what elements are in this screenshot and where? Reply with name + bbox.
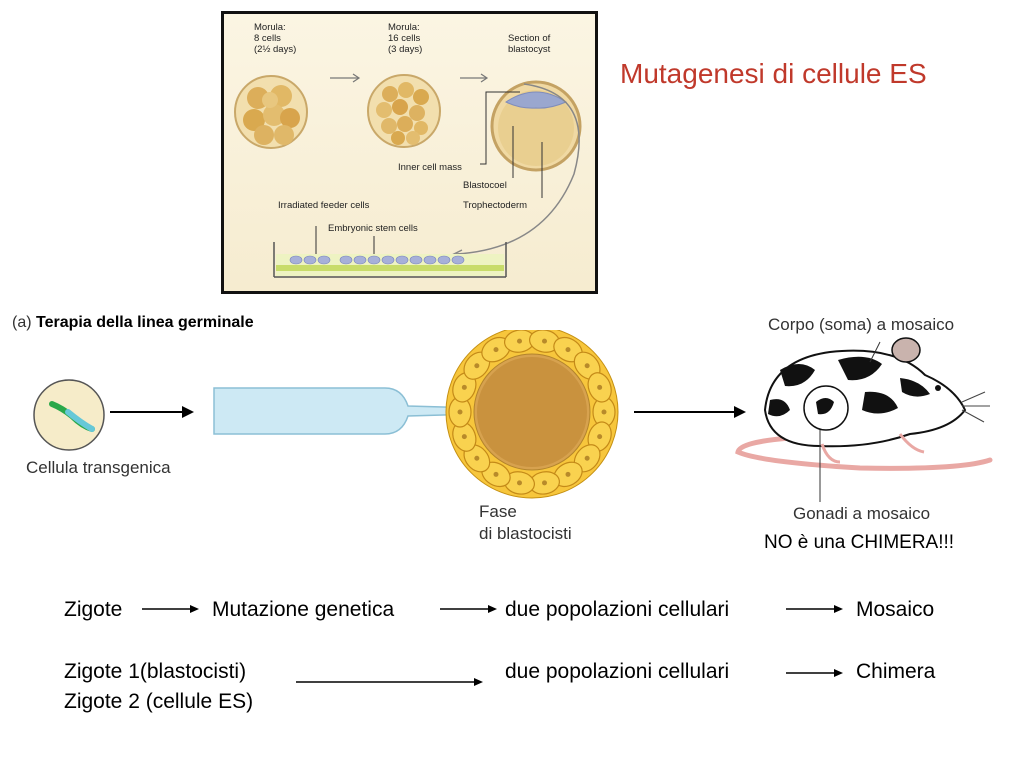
transfer-arrow (455, 83, 580, 255)
label-leader-lines (480, 91, 543, 198)
cell-nucleus (516, 338, 522, 344)
blastocyst-image (445, 330, 619, 499)
cell-nucleus (474, 363, 480, 369)
inner-cell-mass-label: Inner cell mass (398, 162, 462, 173)
seq1-arrow-2 (440, 605, 497, 613)
seq1-mutation: Mutazione genetica (212, 598, 395, 621)
seq2-populations: due popolazioni cellulari (505, 660, 730, 683)
chimera-note: NO è una CHIMERA!!! (764, 532, 955, 553)
chimeric-mouse-image (735, 337, 993, 502)
transgenic-cell-image (33, 379, 105, 451)
cell-nucleus (597, 384, 603, 390)
cell-nucleus (461, 384, 467, 390)
blastocoel-label: Blastocoel (463, 180, 507, 191)
blastocyst-section-image (490, 80, 582, 172)
seq1-result: Mosaico (856, 598, 935, 621)
blastocyst-stage-label-line1: Fase (479, 502, 517, 521)
panel-letter: (a) (12, 314, 32, 331)
morula-16-label: Morula: 16 cells (3 days) (388, 22, 423, 55)
morula-8-label: Morula: 8 cells (2½ days) (254, 22, 297, 55)
seq1-arrow-1 (142, 605, 199, 613)
stage-arrow-1 (330, 73, 361, 83)
seq2-zygote2: Zigote 2 (cellule ES) (64, 690, 254, 713)
seq2-arrow-1 (296, 678, 483, 686)
feeder-cells-label: Irradiated feeder cells (278, 200, 370, 211)
panel-title: Terapia della linea germinale (36, 314, 254, 331)
cell-nucleus (516, 480, 522, 486)
cell-nucleus (542, 338, 548, 344)
cell-nucleus (584, 363, 590, 369)
stage-arrow-2 (460, 73, 489, 83)
arrow-cell-to-pipette (110, 406, 194, 418)
cell-nucleus (565, 347, 571, 353)
cell-nucleus (461, 434, 467, 440)
cell-nucleus (457, 409, 463, 415)
transgenic-cell-label: Cellula transgenica (26, 458, 171, 477)
mosaic-gonads-label: Gonadi a mosaico (793, 504, 931, 523)
morula-8-cells-image (234, 75, 308, 149)
cell-nucleus (601, 409, 607, 415)
slide-title: Mutagenesi di cellule ES (620, 58, 927, 89)
cell-nucleus (474, 455, 480, 461)
cell-nucleus (565, 471, 571, 477)
seq1-populations: due popolazioni cellulari (505, 598, 730, 621)
es-derivation-figure: Morula: 8 cells (2½ days) Morula: 16 cel… (221, 11, 598, 294)
culture-dish-image (273, 226, 507, 278)
seq1-zygote: Zigote (64, 598, 123, 621)
germline-illustration (33, 330, 993, 502)
seq1-arrow-3 (786, 605, 843, 613)
cell-nucleus (493, 347, 499, 353)
blastocyst-section-label: Section of blastocyst (508, 33, 551, 55)
trophectoderm-label: Trophectoderm (463, 200, 528, 211)
es-cells-label: Embryonic stem cells (328, 223, 418, 234)
mosaic-body-label: Corpo (soma) a mosaico (768, 315, 955, 334)
seq2-arrow-2 (786, 669, 843, 677)
cell-nucleus (493, 471, 499, 477)
seq2-zygote1: Zigote 1(blastocisti) (64, 660, 247, 683)
es-derivation-illustration (234, 73, 582, 278)
seq2-result: Chimera (856, 660, 936, 683)
cell-nucleus (597, 434, 603, 440)
blastocyst-stage-label-line2: di blastocisti (479, 524, 572, 543)
cell-nucleus (542, 480, 548, 486)
morula-16-cells-image (367, 74, 441, 148)
arrow-blastocyst-to-mouse (634, 406, 746, 418)
panel-heading: (a) Terapia della linea germinale (12, 314, 254, 332)
cell-nucleus (584, 455, 590, 461)
